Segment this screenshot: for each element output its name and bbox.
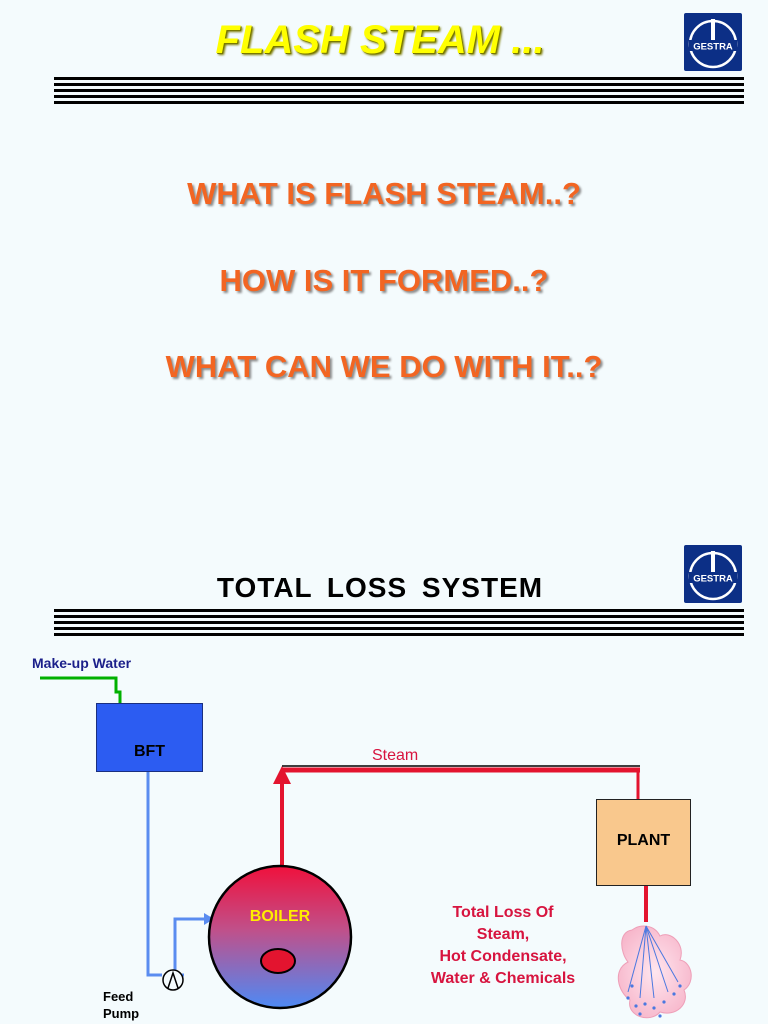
slide-title: TOTAL LOSS SYSTEM	[216, 572, 544, 603]
question-3: WHAT CAN WE DO WITH IT..?	[165, 349, 603, 384]
plant-label: PLANT	[616, 832, 671, 849]
gestra-logo: GESTRA	[684, 13, 742, 71]
loss-line: Steam,	[476, 926, 530, 943]
question-2: HOW IS IT FORMED..?	[219, 263, 549, 298]
total-loss-diagram	[40, 676, 692, 1019]
question-1: WHAT IS FLASH STEAM..?	[187, 176, 581, 211]
loss-line: Water & Chemicals	[430, 970, 576, 987]
gestra-logo-icon: GESTRA	[688, 551, 738, 601]
logo-text: GESTRA	[693, 574, 733, 585]
boiler-icon	[207, 864, 353, 1010]
steam-pipe	[273, 765, 640, 872]
slide-flash-steam: FLASH STEAM ... GESTRA WHAT IS FLASH STE…	[54, 13, 744, 384]
total-loss-text: Total Loss Of Steam, Hot Condensate, Wat…	[418, 902, 588, 990]
loss-line: Total Loss Of	[452, 904, 554, 921]
makeup-water-pipe	[40, 676, 122, 717]
feed-water-pipe	[146, 772, 214, 977]
steam-label: Steam	[372, 747, 419, 764]
gestra-logo-icon: GESTRA	[688, 19, 738, 69]
spray-loss-icon	[617, 925, 692, 1019]
gestra-logo: GESTRA	[684, 545, 742, 603]
boiler-label: BOILER	[249, 908, 311, 925]
makeup-water-label: Make-up Water	[32, 655, 132, 671]
plant-box	[596, 799, 691, 886]
bft-tank	[96, 703, 203, 772]
feed-pump-icon	[162, 969, 184, 991]
feed-pump-label: Feed Pump	[103, 988, 139, 1022]
bft-label: BFT	[133, 743, 166, 760]
feed-line: Pump	[103, 1006, 140, 1021]
logo-text: GESTRA	[693, 42, 733, 53]
title-rules	[54, 77, 744, 107]
title-rules	[54, 609, 744, 639]
slide-total-loss-system: TOTAL LOSS SYSTEM GESTRA	[0, 512, 768, 1024]
slide-title: FLASH STEAM ...	[215, 18, 545, 62]
feed-line: Feed	[103, 989, 134, 1004]
loss-line: Hot Condensate,	[439, 948, 567, 965]
